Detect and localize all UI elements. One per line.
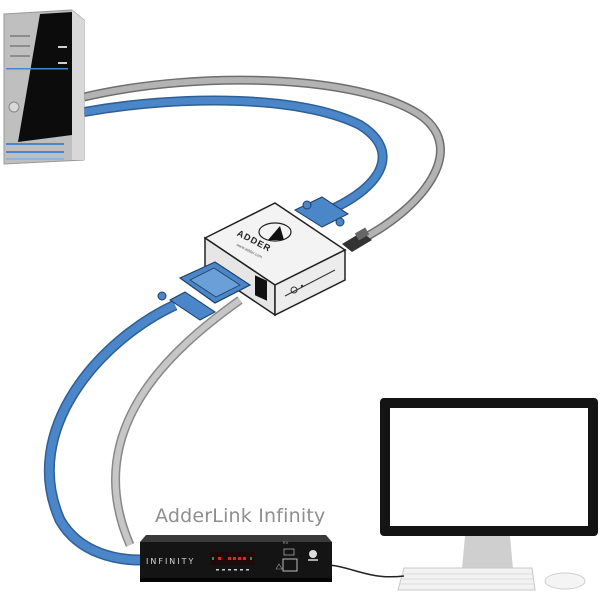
blue-cable-computer-to-adapter xyxy=(83,95,388,215)
monitor xyxy=(380,398,598,583)
adderlink-infinity-receiver xyxy=(140,535,332,582)
keyboard xyxy=(397,567,536,591)
black-cable-receiver-to-keyboard xyxy=(329,564,405,578)
blue-cable-adapter-to-receiver xyxy=(43,300,178,566)
computer-tower xyxy=(3,9,85,165)
product-label: AdderLink Infinity xyxy=(155,505,326,527)
grey-cable-adapter-to-receiver xyxy=(111,296,243,547)
mouse xyxy=(544,572,586,590)
receiver-brand-text: INFINITY xyxy=(146,557,196,566)
receiver-model-text: RX xyxy=(283,541,289,545)
adder-adapter xyxy=(157,196,372,321)
grey-cable-computer-to-adapter xyxy=(82,75,445,245)
